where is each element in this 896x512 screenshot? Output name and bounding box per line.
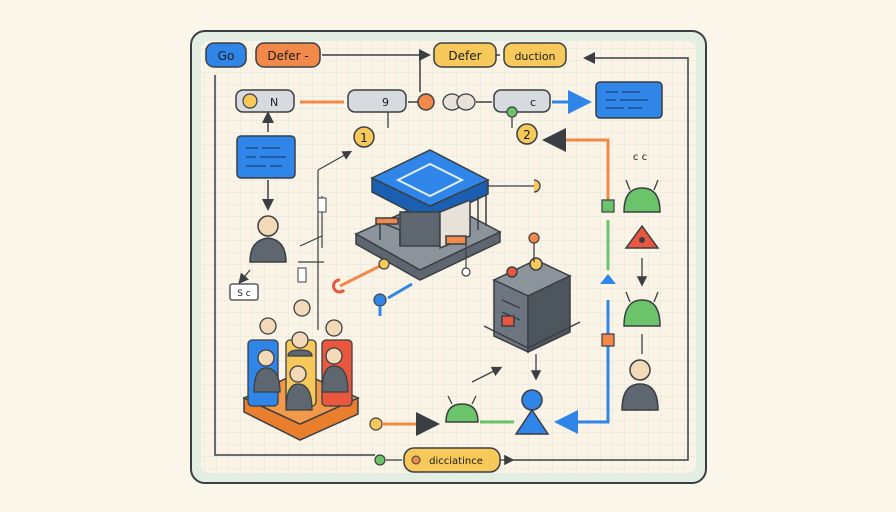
- n-block[interactable]: N: [236, 90, 294, 112]
- go-button[interactable]: Go: [206, 43, 246, 67]
- nine-block[interactable]: 9: [348, 90, 406, 112]
- blue-note-left[interactable]: [237, 136, 295, 178]
- c-label: c: [530, 96, 536, 109]
- defer-top-pill[interactable]: Defer: [434, 43, 496, 67]
- go-label: Go: [218, 49, 235, 63]
- defer-left-label: Defer -: [267, 49, 308, 63]
- step-1-label: 1: [360, 131, 368, 145]
- bottom-label: dicciatince: [429, 456, 483, 467]
- small-c-label: c c: [633, 152, 647, 163]
- blue-note-top-right[interactable]: [596, 82, 662, 118]
- spark-icon: [379, 259, 389, 269]
- bottom-pill[interactable]: dicciatince: [404, 448, 500, 472]
- nine-label: 9: [382, 96, 389, 109]
- c-block[interactable]: c: [494, 90, 550, 112]
- step-2-label: 2: [523, 128, 531, 142]
- defer-top-label: Defer: [448, 49, 481, 63]
- gear-icon: [418, 94, 434, 110]
- defer-left-pill[interactable]: Defer -: [256, 43, 320, 67]
- sc-note[interactable]: S c: [230, 284, 258, 300]
- small-person-icon: [374, 294, 386, 306]
- valve-icon: [443, 94, 475, 110]
- duction-pill[interactable]: duction: [504, 43, 566, 67]
- sc-label: S c: [237, 289, 251, 299]
- duction-label: duction: [514, 50, 555, 63]
- n-label: N: [270, 96, 278, 109]
